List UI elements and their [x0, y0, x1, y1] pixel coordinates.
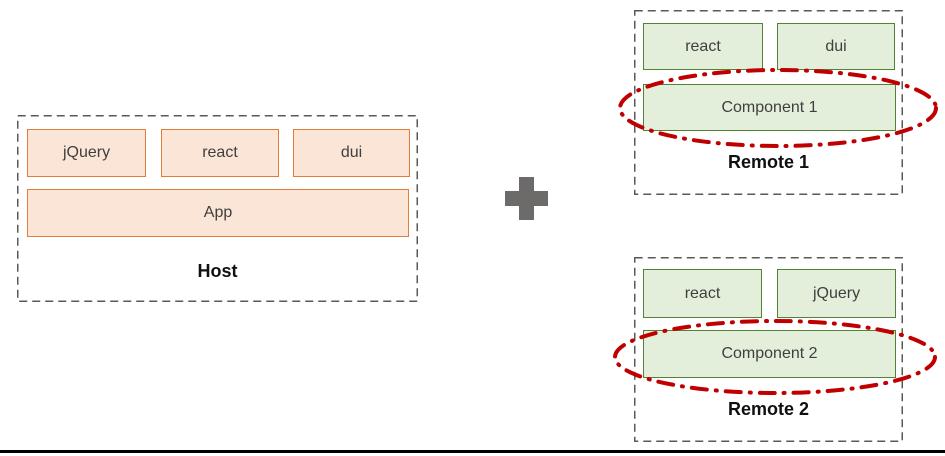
- remote1-dep-dui-label: dui: [825, 37, 847, 55]
- host-app-box: App: [27, 189, 409, 237]
- remote2-dep-react-box: react: [643, 269, 762, 318]
- remote2-container: react jQuery Component 2 Remote 2: [634, 257, 903, 442]
- host-dep-jquery-label: jQuery: [62, 144, 111, 161]
- remote1-label: Remote 1: [727, 152, 810, 172]
- remote1-dep-react-box: react: [643, 23, 763, 70]
- remote1-container: react dui Component 1 Remote 1: [634, 10, 903, 195]
- remote1-dep-react-label: react: [685, 37, 721, 55]
- host-dep-react-box: react: [161, 129, 279, 177]
- remote2-dep-jquery-label: jQuery: [812, 284, 861, 302]
- remote2-dep-jquery-box: jQuery: [777, 269, 896, 318]
- host-dep-dui-box: dui: [293, 129, 410, 177]
- bottom-rule-line: [0, 450, 945, 453]
- host-label: Host: [197, 261, 238, 281]
- host-container: jQuery react dui App Host: [17, 115, 418, 302]
- host-dep-dui-label: dui: [340, 144, 363, 161]
- remote1-component-label: Component 1: [721, 98, 818, 116]
- plus-icon: [505, 177, 548, 220]
- remote1-dep-dui-box: dui: [777, 23, 895, 70]
- host-dashed-border: [17, 115, 418, 302]
- remote2-component-box: Component 2: [643, 330, 896, 378]
- remote1-component-box: Component 1: [643, 84, 896, 131]
- remote2-dep-react-label: react: [684, 284, 721, 302]
- host-dep-jquery-box: jQuery: [27, 129, 146, 177]
- host-app-label: App: [203, 204, 233, 221]
- remote2-component-label: Component 2: [721, 345, 818, 362]
- remote2-label: Remote 2: [727, 399, 810, 419]
- plus-icon-vertical-bar: [519, 177, 534, 220]
- host-dep-react-label: react: [202, 144, 238, 161]
